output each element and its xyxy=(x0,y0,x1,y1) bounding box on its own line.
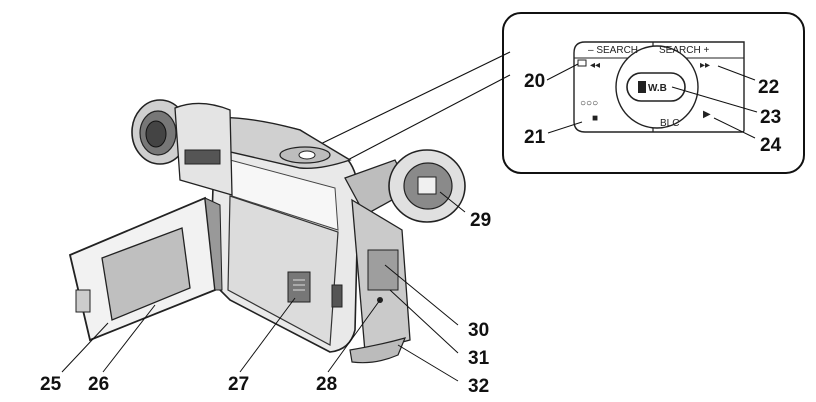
leader-32 xyxy=(397,344,459,382)
callout-21: 21 xyxy=(524,127,546,148)
callout-26: 26 xyxy=(88,374,109,395)
top-wb-button[interactable] xyxy=(298,150,316,160)
leader-27 xyxy=(239,297,296,373)
callout-32: 32 xyxy=(468,376,489,397)
lcd-hinge xyxy=(204,197,223,291)
leader-22 xyxy=(717,65,756,81)
callout-29: 29 xyxy=(470,210,491,231)
front-display xyxy=(184,149,221,165)
callout-30: 30 xyxy=(468,320,489,341)
leader-28 xyxy=(327,299,381,373)
front-housing xyxy=(174,102,233,196)
callout-20: 20 xyxy=(524,71,545,92)
rewind-icon[interactable]: ◂◂ xyxy=(590,60,600,71)
side-jack-cover[interactable] xyxy=(287,271,311,303)
blc-label[interactable]: BLC xyxy=(660,118,679,129)
body-side-panel xyxy=(227,195,339,346)
leader-31 xyxy=(389,289,459,354)
control-inset: W.B – SEARCH SEARCH + ◂◂ ▸▸ ○○○ ■ BLC ▶ … xyxy=(502,12,805,174)
callout-23: 23 xyxy=(760,107,781,128)
side-connector xyxy=(331,284,343,308)
inset-pointer-top xyxy=(303,51,511,153)
fast-forward-icon[interactable]: ▸▸ xyxy=(700,60,710,71)
lcd-latch[interactable] xyxy=(75,289,91,313)
callout-28: 28 xyxy=(316,374,337,395)
leader-20 xyxy=(546,63,579,81)
stop-icon[interactable]: ■ xyxy=(592,113,598,124)
leader-23 xyxy=(671,86,758,113)
leader-30 xyxy=(384,264,459,326)
dots-icon: ○○○ xyxy=(580,98,598,109)
wb-indicator-icon xyxy=(638,81,646,93)
callout-leaders xyxy=(61,191,466,382)
leader-26 xyxy=(102,304,156,373)
wb-button[interactable] xyxy=(626,72,686,102)
strap-clip xyxy=(349,337,407,364)
wb-label: W.B xyxy=(648,83,667,94)
camcorder xyxy=(68,99,466,364)
callout-31: 31 xyxy=(468,348,490,369)
battery-compartment xyxy=(367,249,399,291)
viewfinder-window xyxy=(417,176,437,195)
lcd-screen xyxy=(101,227,191,321)
search-plus-label: SEARCH + xyxy=(659,45,709,56)
leader-21 xyxy=(547,121,583,134)
callout-27: 27 xyxy=(228,374,249,395)
play-icon[interactable]: ▶ xyxy=(703,109,711,120)
callout-22: 22 xyxy=(758,77,779,98)
leader-29 xyxy=(439,191,466,213)
mode-icon xyxy=(577,59,587,67)
leader-25 xyxy=(61,322,109,373)
inset-pointer-bottom xyxy=(339,74,511,165)
lens-glass xyxy=(145,120,167,148)
search-minus-label: – SEARCH xyxy=(588,45,638,56)
leader-24 xyxy=(713,117,756,139)
callout-25: 25 xyxy=(40,374,62,395)
callout-24: 24 xyxy=(760,135,782,156)
